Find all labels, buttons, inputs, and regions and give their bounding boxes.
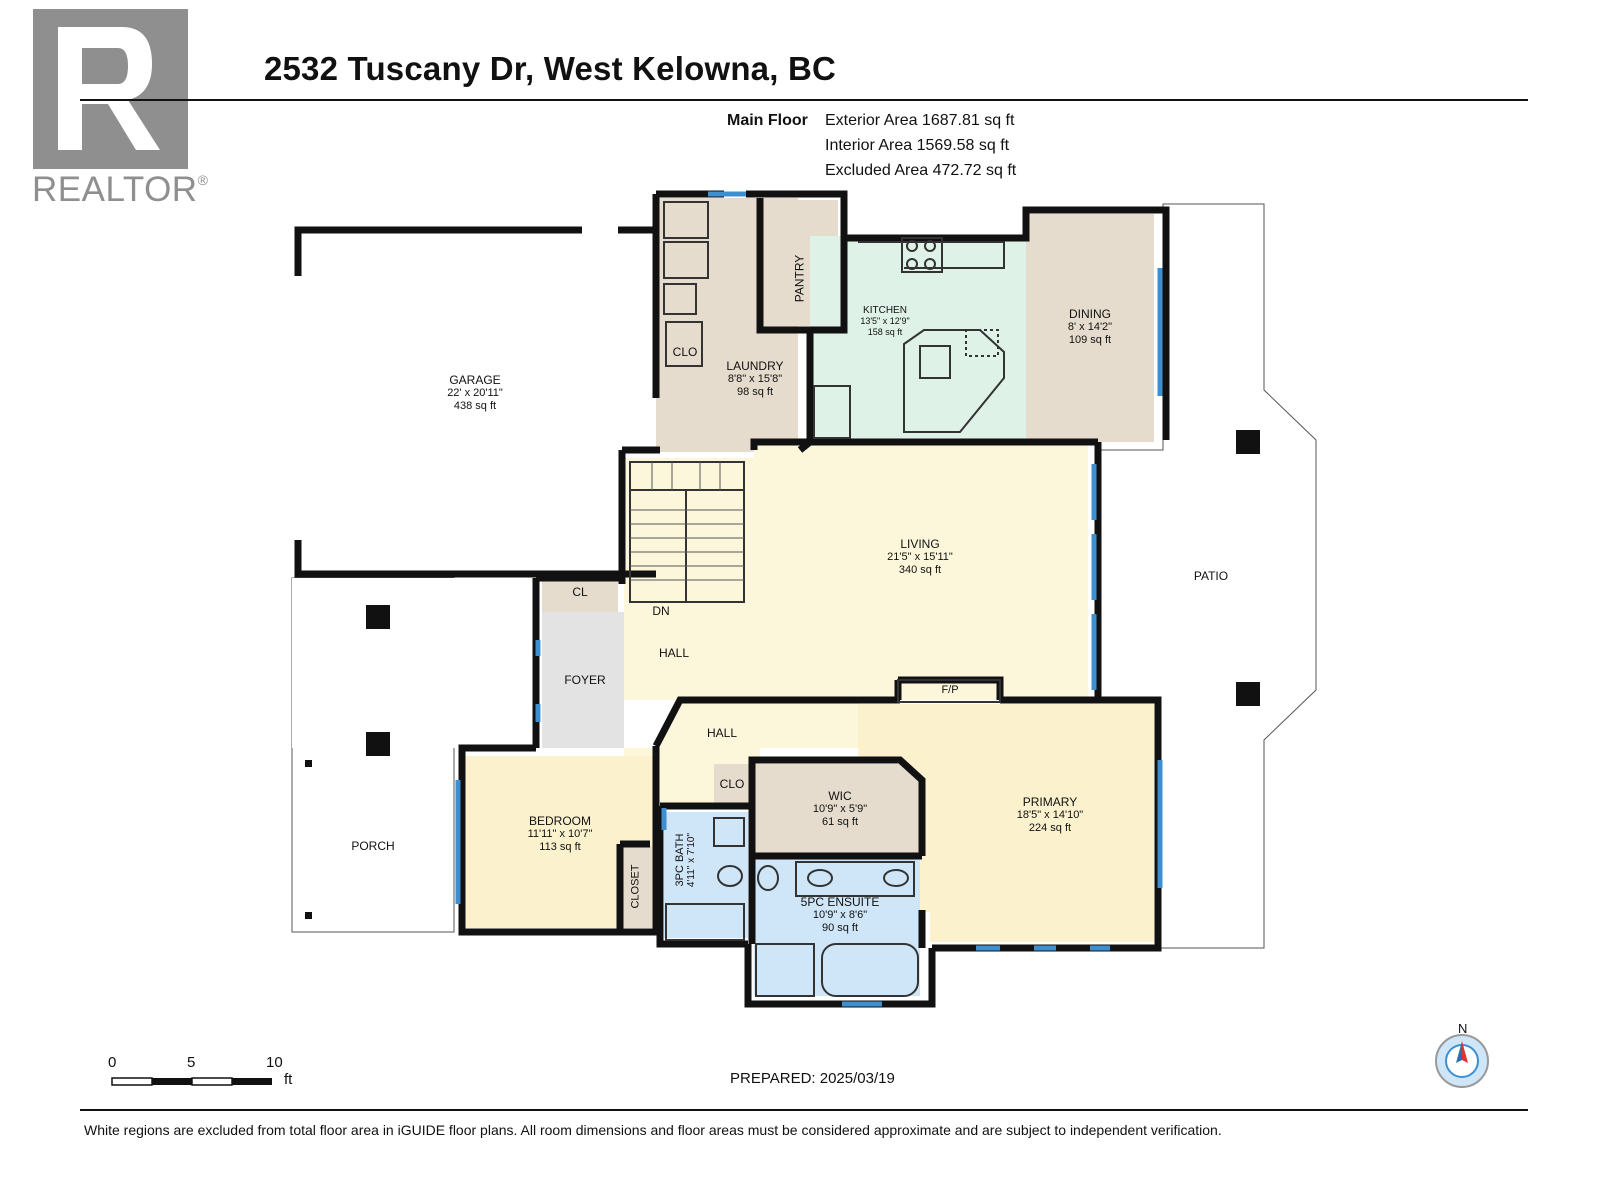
living-room <box>624 442 1088 700</box>
realtor-wordmark: REALTOR® <box>32 170 209 209</box>
label-cl: CL <box>572 585 588 599</box>
scale-label-5: 5 <box>187 1054 196 1071</box>
dining-room <box>1026 214 1154 442</box>
interior-area: Interior Area 1569.58 sq ft <box>825 137 1010 154</box>
scale-label-0: 0 <box>108 1054 117 1071</box>
interior-details <box>629 201 1005 997</box>
label-pantry: PANTRY <box>792 254 807 303</box>
ensuite-room <box>754 858 920 996</box>
realtor-logo-icon <box>33 9 188 169</box>
compass-label: N <box>1458 1021 1468 1036</box>
porch-area-2 <box>292 578 536 748</box>
label-hall-upper: HALL <box>658 646 690 660</box>
page-title: 2532 Tuscany Dr, West Kelowna, BC <box>263 50 837 87</box>
closet-room <box>622 846 652 928</box>
scale-label-10: 10 <box>266 1054 283 1071</box>
label-foyer: FOYER <box>564 673 606 687</box>
foyer-room <box>542 612 624 748</box>
primary-room <box>858 704 1154 942</box>
exterior-area: Exterior Area 1687.81 sq ft <box>825 112 1015 129</box>
windows <box>455 191 1163 1007</box>
label-hall-lower: HALL <box>706 726 738 740</box>
label-fireplace: F/P <box>941 684 959 696</box>
columns <box>305 430 1260 919</box>
excluded-area: Excluded Area 472.72 sq ft <box>825 162 1017 179</box>
label-clo-laundry: CLO <box>672 345 698 359</box>
bath-room <box>664 812 748 938</box>
scale-unit: ft <box>284 1071 293 1088</box>
garage-room <box>298 230 652 570</box>
label-porch: PORCH <box>351 839 395 853</box>
label-dn: DN <box>652 604 670 618</box>
wic-room <box>752 764 920 854</box>
label-patio: PATIO <box>1193 569 1229 583</box>
floor-name: Main Floor <box>727 112 808 129</box>
north-arrow-icon <box>1435 1034 1489 1088</box>
label-clo-hall: CLO <box>719 777 745 791</box>
disclaimer-text: White regions are excluded from total fl… <box>84 1122 1222 1138</box>
clo-laundry <box>666 320 704 368</box>
prepared-date: PREPARED: 2025/03/19 <box>730 1070 895 1087</box>
scale-bar <box>111 1077 272 1086</box>
cl-closet <box>542 580 618 612</box>
label-closet: CLOSET <box>629 864 642 909</box>
hall-room <box>624 618 860 806</box>
clo-hall <box>714 764 750 804</box>
